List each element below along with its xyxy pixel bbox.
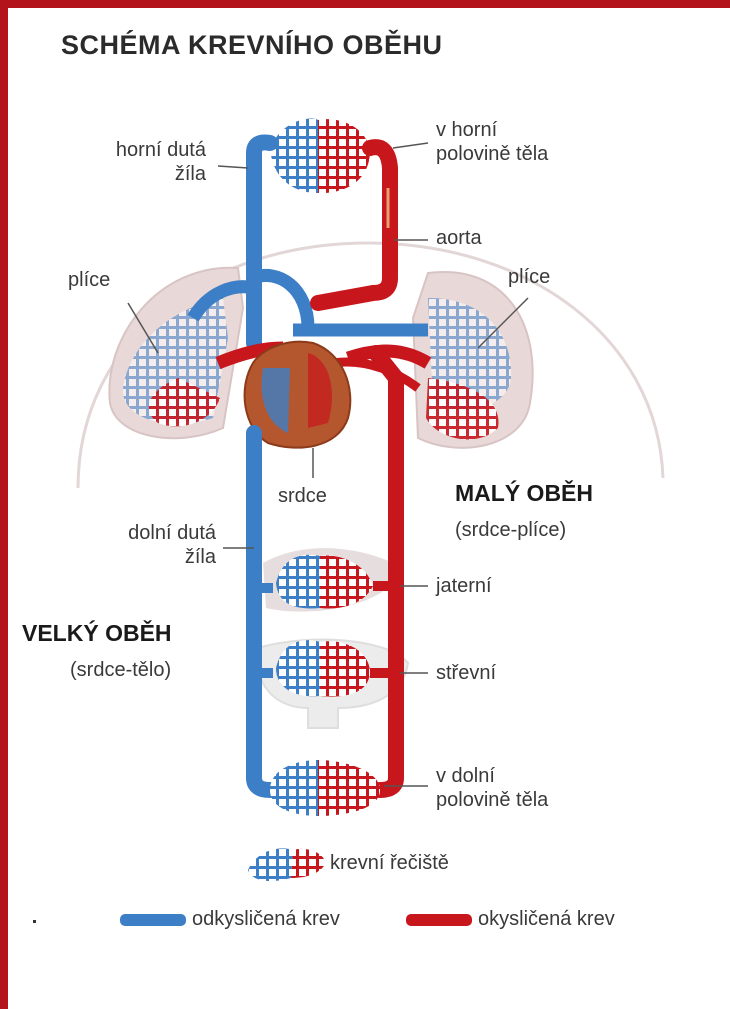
- label-dolni-duta-zila: dolní dutá žíla: [68, 521, 216, 569]
- label-velky-obeh-sub: (srdce-tělo): [70, 658, 171, 682]
- label-plice-right: plíce: [508, 265, 550, 289]
- label-jaterni: jaterní: [436, 574, 492, 598]
- label-v-dolni-polovine-tela: v dolní polovině těla: [436, 764, 548, 812]
- legend-deoxygenated-label: odkysličená krev: [192, 907, 340, 931]
- label-srdce: srdce: [278, 484, 327, 508]
- lower-capillary-bed: [270, 760, 380, 816]
- legend-deoxygenated-swatch: [120, 914, 186, 926]
- page-title: SCHÉMA KREVNÍHO OBĚHU: [61, 30, 443, 61]
- stray-dot: [33, 920, 36, 923]
- label-v-horni-polovine-tela: v horní polovině těla: [436, 118, 548, 166]
- label-maly-obeh: MALÝ OBĚH: [455, 481, 593, 505]
- legend-oxygenated-swatch: [406, 914, 472, 926]
- upper-capillary-bed: [270, 118, 370, 193]
- label-velky-obeh: VELKÝ OBĚH: [22, 621, 172, 645]
- inferior-vena-cava: [254, 433, 270, 790]
- diagram-canvas: SCHÉMA KREVNÍHO OBĚHU horní dutá žíla v …: [8, 8, 730, 1009]
- legend-capillary-label: krevní řečiště: [330, 851, 449, 875]
- label-horni-duta-zila: horní dutá žíla: [68, 138, 206, 186]
- legend-oxygenated-label: okysličená krev: [478, 907, 615, 931]
- label-maly-obeh-sub: (srdce-plíce): [455, 518, 566, 542]
- superior-vena-cava: [254, 142, 270, 343]
- legend-capillary-icon: [248, 848, 326, 881]
- label-aorta: aorta: [436, 226, 482, 250]
- label-strevni: střevní: [436, 661, 496, 685]
- right-lung: [413, 272, 533, 448]
- label-plice-left: plíce: [68, 268, 110, 292]
